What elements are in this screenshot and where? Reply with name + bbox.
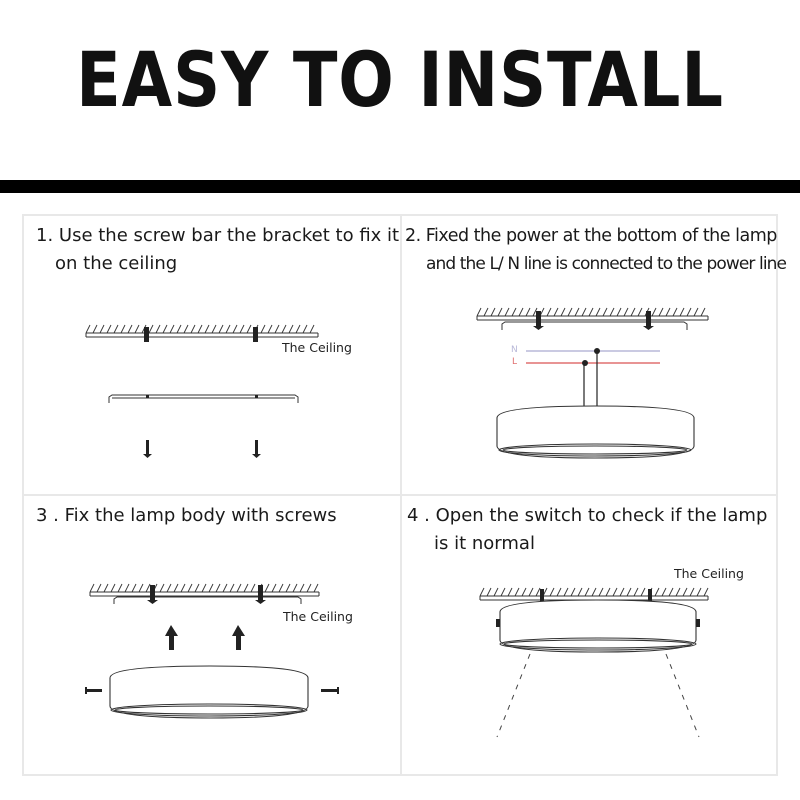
- ceiling-hatch-icon: [85, 332, 319, 338]
- step-4-line-2: is it normal: [434, 533, 535, 554]
- ceiling-anchor-icon: [144, 327, 149, 342]
- light-beam-icon: [496, 653, 700, 738]
- lamp-body-icon: [499, 599, 697, 653]
- arrow-up-icon: [165, 625, 178, 650]
- ceiling-label: The Ceiling: [282, 340, 352, 355]
- step-1-instruction: 1. Use the screw bar the bracket to fix …: [36, 222, 399, 278]
- ceiling-label: The Ceiling: [674, 566, 744, 581]
- ceiling-hatch-icon: [89, 591, 320, 597]
- step-2-line-2: and the L/ N line is connected to the po…: [426, 254, 787, 274]
- mounting-bracket-icon: [113, 596, 302, 604]
- step-2-line-1: 2. Fixed the power at the bottom of the …: [405, 226, 777, 246]
- side-screw-icon: [85, 687, 102, 694]
- lamp-body-icon: [496, 405, 695, 459]
- neutral-wire-label: N: [511, 345, 518, 355]
- mounting-bracket-icon: [108, 394, 299, 403]
- step-1-line-1: 1. Use the screw bar the bracket to fix …: [36, 225, 400, 246]
- step-2-instruction: 2. Fixed the power at the bottom of the …: [405, 222, 787, 278]
- ceiling-anchor-icon: [253, 327, 258, 342]
- step-4-instruction: 4 . Open the switch to check if the lamp…: [407, 502, 767, 558]
- anchor-screw-icon: [147, 585, 266, 604]
- title-divider-rule: [0, 180, 800, 193]
- step-4-line-1: 4 . Open the switch to check if the lamp: [407, 505, 768, 526]
- screw-icon: [143, 440, 152, 458]
- anchor-screw-icon: [533, 311, 654, 330]
- step-3-instruction: 3 . Fix the lamp body with screws: [36, 502, 337, 530]
- anchor-screw-icon: [540, 589, 652, 601]
- side-screw-icon: [321, 687, 339, 694]
- step-1-line-2: on the ceiling: [55, 253, 178, 274]
- arrow-up-icon: [232, 625, 245, 650]
- ceiling-label: The Ceiling: [283, 609, 353, 624]
- step-3-line-1: 3 . Fix the lamp body with screws: [36, 505, 337, 526]
- ceiling-hatch-icon: [479, 595, 709, 601]
- mounting-bracket-icon: [501, 321, 688, 330]
- screw-icon: [252, 440, 261, 458]
- page-title: EASY TO INSTALL: [76, 35, 724, 124]
- live-wire-label: L: [512, 357, 518, 367]
- ceiling-hatch-icon: [476, 315, 709, 321]
- grid-horizontal-divider: [22, 494, 778, 496]
- lamp-body-icon: [109, 665, 309, 719]
